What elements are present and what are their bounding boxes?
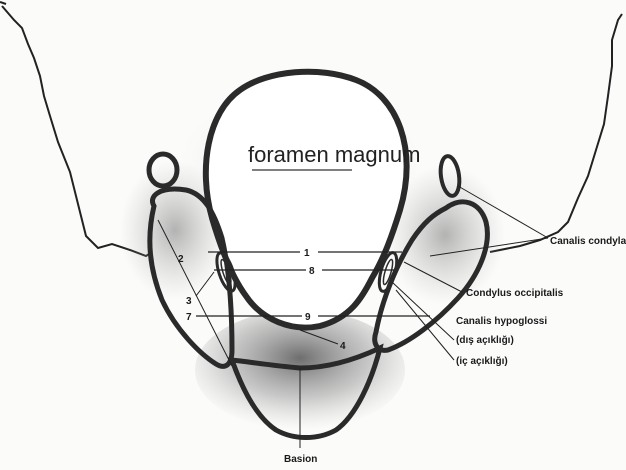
- number-2: 2: [178, 254, 184, 265]
- foramen-magnum-outline: [206, 72, 407, 328]
- label-basion: Basion: [284, 454, 317, 465]
- foramen-magnum-title: foramen magnum: [248, 142, 420, 167]
- number-3: 3: [186, 296, 192, 307]
- label-dis-acikligi: (dış açıklığı): [456, 335, 514, 346]
- label-condylus-occipitalis: Condylus occipitalis: [466, 288, 564, 299]
- label-canalis-hypoglossi: Canalis hypoglossi: [456, 316, 547, 327]
- number-1: 1: [304, 248, 310, 259]
- number-8: 8: [309, 266, 315, 277]
- number-9: 9: [305, 312, 311, 323]
- label-ic-acikligi: (iç açıklığı): [456, 356, 508, 367]
- number-7: 7: [186, 312, 192, 323]
- number-4: 4: [340, 341, 346, 352]
- label-canalis-condylaris: Canalis condylaris: [550, 236, 626, 247]
